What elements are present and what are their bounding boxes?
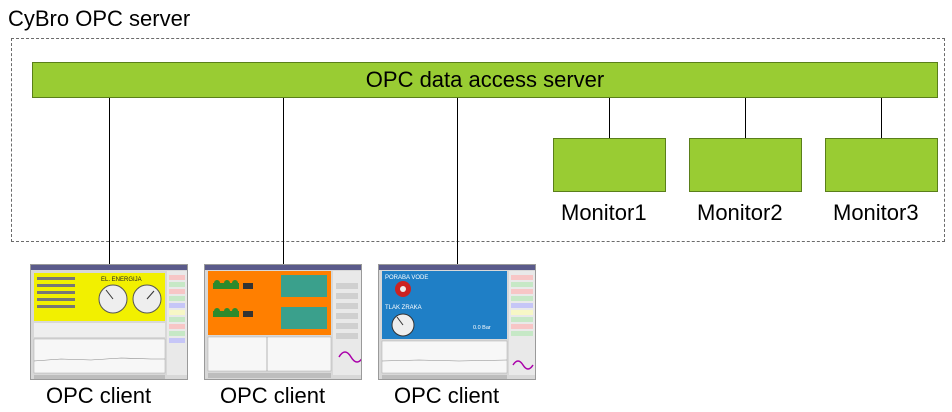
connector-client-3 — [457, 98, 458, 264]
opc-data-access-server: OPC data access server — [32, 62, 938, 98]
opc-client-1-screenshot: EL. ENERGIJA — [30, 264, 188, 380]
connector-client-2 — [283, 98, 284, 264]
monitor-2-box — [689, 138, 802, 192]
opc-client-2-screenshot — [204, 264, 362, 380]
opc-client-3-label: OPC client — [394, 383, 500, 408]
connector-monitor-1 — [609, 98, 610, 138]
opc-client-1-label: OPC client — [46, 383, 152, 408]
client-3-screen-value: 0.0 Bar — [473, 325, 491, 331]
monitor-3-label: Monitor3 — [833, 200, 919, 225]
client-1-screen-image: EL. ENERGIJA — [31, 265, 187, 379]
connector-client-1 — [109, 98, 110, 264]
monitor-1-label: Monitor1 — [561, 200, 647, 225]
opc-client-3-screenshot: PORABA VODE TLAK ZRAKA 0.0 Bar — [378, 264, 536, 380]
server-boundary — [11, 38, 945, 242]
opc-client-2-label: OPC client — [220, 383, 326, 408]
server-label: OPC data access server — [365, 67, 605, 92]
monitor-3-box — [825, 138, 938, 192]
connector-monitor-3 — [881, 98, 882, 138]
client-3-screen-subtitle: TLAK ZRAKA — [385, 305, 422, 311]
monitor-1-box — [553, 138, 666, 192]
monitor-2-label: Monitor2 — [697, 200, 783, 225]
diagram-title: CyBro OPC server — [8, 6, 191, 31]
client-2-screen-image — [205, 265, 361, 379]
client-3-screen-title: PORABA VODE — [385, 275, 428, 281]
client-3-screen-image: PORABA VODE TLAK ZRAKA 0.0 Bar — [379, 265, 535, 379]
connector-monitor-2 — [745, 98, 746, 138]
client-1-screen-text: EL. ENERGIJA — [101, 277, 142, 283]
